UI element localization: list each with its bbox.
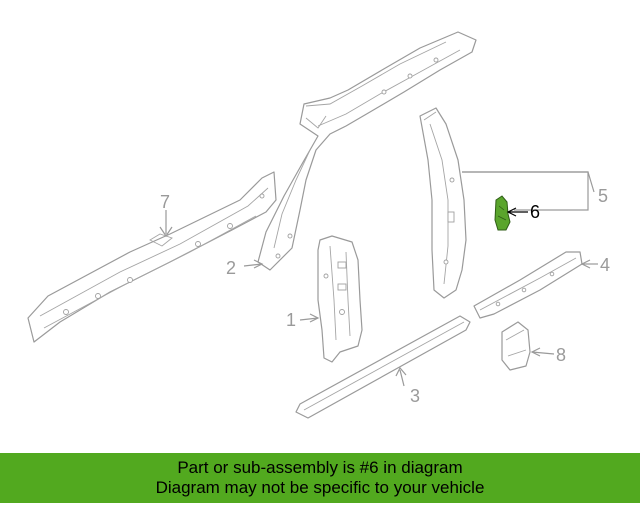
leader-lines <box>159 171 598 387</box>
part-8-bracket[interactable] <box>501 321 531 371</box>
part-6-highlighted-bracket[interactable] <box>494 195 511 231</box>
arrowhead-1 <box>309 313 320 323</box>
banner-line-2: Diagram may not be specific to your vehi… <box>155 478 485 497</box>
arrowhead-3 <box>395 366 407 377</box>
callout-4[interactable]: 4 <box>600 255 610 275</box>
part-2-front-pillar[interactable] <box>257 31 477 271</box>
arrowhead-4 <box>580 259 591 269</box>
part-1-hinge-pillar[interactable] <box>317 235 363 363</box>
leader-1 <box>299 317 319 321</box>
arrowhead-6 <box>506 207 517 217</box>
info-banner: Part or sub-assembly is #6 in diagram Di… <box>0 453 640 503</box>
leader-2 <box>243 263 263 267</box>
callout-8[interactable]: 8 <box>556 345 566 365</box>
callout-5[interactable]: 5 <box>598 186 608 206</box>
callout-3[interactable]: 3 <box>410 386 420 406</box>
part-3-rocker-panel[interactable] <box>295 315 471 419</box>
part-4-rocker-reinforcement[interactable] <box>473 251 583 319</box>
part-5-center-pillar[interactable] <box>419 107 467 299</box>
callout-2[interactable]: 2 <box>226 258 236 278</box>
arrowhead-2 <box>253 259 264 269</box>
parts-diagram: 7 2 1 3 4 5 6 8 <box>27 31 610 419</box>
part-7-side-rail[interactable] <box>27 171 277 343</box>
leader-5-stub <box>462 171 595 193</box>
callout-1[interactable]: 1 <box>286 310 296 330</box>
callout-6[interactable]: 6 <box>530 202 540 222</box>
callout-7[interactable]: 7 <box>160 192 170 212</box>
arrowhead-7 <box>159 226 173 238</box>
leader-8 <box>531 351 555 355</box>
leader-5-bracket <box>462 171 589 211</box>
leader-3 <box>399 369 405 387</box>
banner-line-1: Part or sub-assembly is #6 in diagram <box>177 458 463 477</box>
arrowhead-8 <box>530 347 541 357</box>
